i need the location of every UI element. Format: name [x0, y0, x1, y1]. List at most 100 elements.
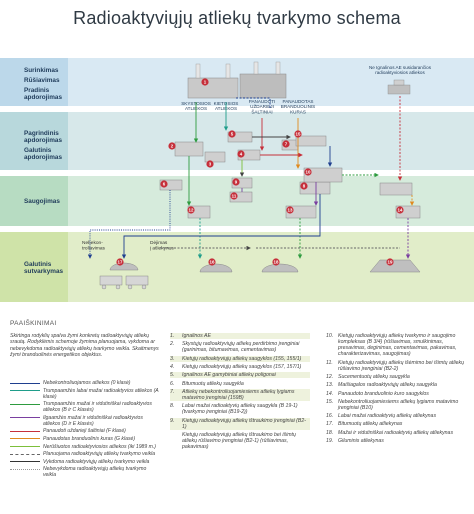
- node-badge: 2: [168, 142, 176, 150]
- node-badge-number: 17: [118, 260, 123, 265]
- object-number: 3.: [170, 355, 175, 362]
- page-title: Radioaktyviųjų atliekų tvarkymo schema: [73, 8, 401, 28]
- legend-line-item: Nerūšiuotos radioaktyviosios atliekos (i…: [10, 444, 160, 450]
- object-list-item: 2.Skystųjų radioaktyviųjų atliekų perdir…: [170, 341, 310, 353]
- facility-6: [159, 179, 183, 191]
- object-text: Bitumuotų atliekų saugykla: [182, 380, 244, 387]
- node-badge: 10: [304, 168, 312, 176]
- node-badge-number: 18: [274, 260, 279, 265]
- legend-line-label: Trumpaamžės mažai ir vidutiniškai radioa…: [43, 401, 152, 414]
- legend-line-swatch: [10, 415, 40, 421]
- truck-icon: [99, 275, 149, 290]
- node-badge: 18: [272, 258, 280, 266]
- legend-line-swatch: [10, 401, 40, 407]
- object-number: 15.: [326, 398, 334, 405]
- object-number: 12.: [326, 373, 334, 380]
- object-text: Skystųjų radioaktyviųjų atliekų perdirbi…: [182, 341, 300, 354]
- object-number: 5.: [170, 372, 175, 379]
- object-text: Panaudoto branduolinio kuro saugyklos: [338, 390, 429, 397]
- node-badge: 15: [294, 130, 302, 138]
- ignalina-npp-icon: [187, 61, 287, 99]
- object-text: Bitumuotų atliekų atliekynas: [338, 421, 403, 428]
- node-badge: 5: [228, 130, 236, 138]
- object-list-item: 4.Kietųjų radioaktyviųjų atliekų saugykl…: [170, 364, 310, 370]
- legend-line-item: Planuojama radioaktyviųjų atliekų tvarky…: [10, 451, 160, 457]
- node-badge-number: 14: [398, 208, 403, 213]
- objects-list-left: 1. Ignalinos AE 2.Skystųjų radioaktyviųjų …: [170, 333, 310, 452]
- node-badge: 6: [160, 180, 168, 188]
- node-badge-number: 6: [163, 182, 166, 187]
- object-text: Sucementuotų atliekų saugykla: [338, 373, 410, 380]
- legend-line-label: Vykdoma radioaktyviųjų atliekų tvarkymo …: [43, 458, 150, 465]
- object-list-item: 12. Sucementuotų atliekų saugykla: [326, 374, 466, 380]
- object-text: Giluminis atliekynas: [338, 438, 384, 444]
- object-text: Labai mažai radioaktyvių atliekų atlieky…: [338, 413, 437, 420]
- legend-line-label: Nebekontroliuojamos atliekos (0 klasė): [43, 380, 131, 386]
- stage-saugojimas: Saugojimas: [24, 198, 60, 205]
- legend-line-item: Nebevykdoma radioaktyviųjų atliekų tvark…: [10, 466, 160, 478]
- node-badge: 1: [201, 78, 209, 86]
- legend-line-label: Planuojama radioaktyviųjų atliekų tvarky…: [43, 451, 156, 458]
- node-badge-number: 5: [231, 132, 234, 137]
- object-number: 8.: [170, 403, 175, 410]
- object-number: 11.: [326, 359, 333, 366]
- object-text: Mažai ir vidutiniškai radioaktyvių atlie…: [338, 429, 454, 436]
- object-text: Kietųjų radioaktyviųjų atliekų saugyklos…: [182, 355, 302, 362]
- facility-3: [204, 151, 226, 163]
- legend-line-label: Trumpaamžės labai mažai radioaktyvios at…: [43, 387, 159, 400]
- node-badge: 12: [187, 206, 195, 214]
- trench-uncontrolled-label: Nebekon-troliavimas: [82, 240, 106, 251]
- legend-line-item: Ilgaamžės mažai ir vidutiniškai radioakt…: [10, 415, 160, 427]
- objects-list-right: 10.Kietųjų radioaktyviųjų atliekų tvarky…: [326, 333, 466, 446]
- node-badge-number: 2: [171, 144, 174, 149]
- legend-line-item: Nebekontroliuojamos atliekos (0 klasė): [10, 380, 160, 386]
- object-list-item: Kietųjų radioaktyviųjų atliekų ištraukim…: [170, 432, 310, 450]
- legend-line-item: Trumpaamžės mažai ir vidutiniškai radioa…: [10, 401, 160, 413]
- node-badge: 7: [282, 140, 290, 148]
- object-list-item: 3. Kietųjų radioaktyviųjų atliekų saugykl…: [170, 355, 310, 362]
- repository-17: [109, 262, 139, 271]
- legend-line-label: Panaudoti uždarieji šaltiniai (F klasė): [43, 428, 126, 435]
- legend-line-label: Nerūšiuotos radioaktyviosios atliekos (i…: [43, 443, 156, 450]
- object-text: Kietųjų radioaktyviųjų atliekų išėmimo b…: [338, 359, 464, 372]
- node-badge-number: 19: [388, 260, 393, 265]
- repository-19: [369, 259, 421, 273]
- object-text: Atliekų nebekontroliuojamiesiems atliekų…: [182, 388, 295, 401]
- object-number: 1.: [170, 333, 175, 339]
- object-text: Kietųjų radioaktyviųjų atliekų ištraukim…: [182, 417, 306, 430]
- legend-line-item: Trumpaamžės labai mažai radioaktyvios at…: [10, 388, 160, 400]
- object-list-item: 14.Panaudoto branduolinio kuro saugyklos: [326, 391, 466, 397]
- node-badge-number: 16: [210, 260, 215, 265]
- node-badge: 14: [396, 206, 404, 214]
- object-number: 7.: [170, 388, 175, 395]
- node-badge-number: 15: [296, 132, 301, 137]
- external-waste-icon: [387, 79, 411, 95]
- repository-16: [199, 263, 233, 273]
- node-badge: 8: [300, 182, 308, 190]
- object-list-item: 19.Giluminis atliekynas: [326, 438, 466, 444]
- facility-large-store: [379, 182, 413, 196]
- object-number: 18.: [326, 429, 334, 436]
- legend-line-swatch: [10, 388, 40, 394]
- object-text: Labai mažai radioaktyvių atliekų saugykl…: [182, 403, 298, 416]
- object-list-item: 6.Bitumuotų atliekų saugykla: [170, 381, 310, 387]
- node-badge-number: 9: [235, 180, 238, 185]
- object-list-item: 13.Maišiagalos radioaktyviųjų atliekų sa…: [326, 382, 466, 388]
- repository-18: [261, 263, 299, 273]
- stage-surinkimas: Surinkimas: [24, 67, 59, 74]
- node-badge-number: 10: [306, 170, 311, 175]
- node-badge-number: 11: [232, 194, 237, 199]
- object-text: Ignalinos AE: [182, 333, 211, 339]
- facility-13: [285, 205, 317, 219]
- facility-2: [174, 141, 204, 157]
- legend-line-label: Ilgaamžės mažai ir vidutiniškai radioakt…: [43, 414, 143, 427]
